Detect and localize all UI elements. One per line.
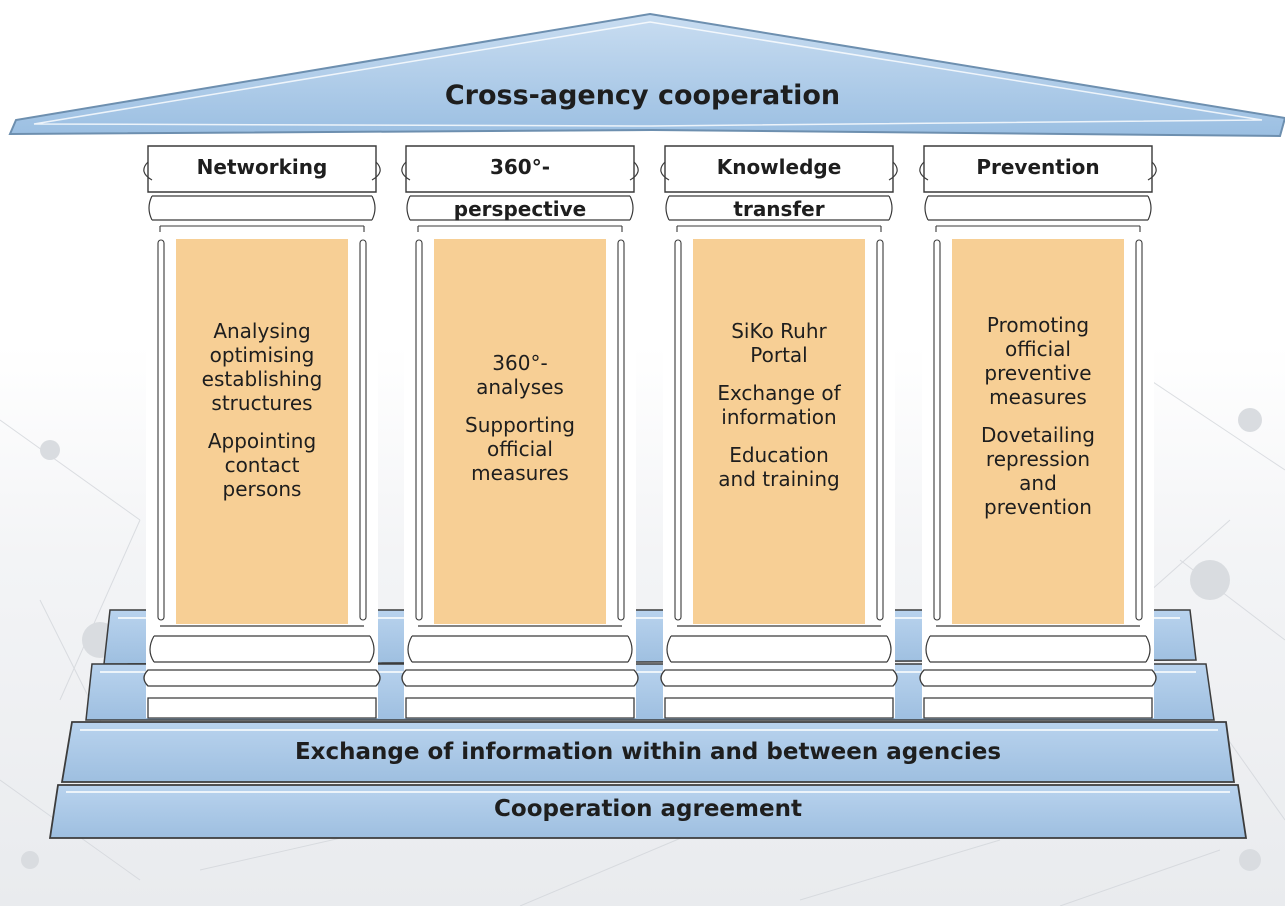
pillar-text-group: 360°- analyses [476,351,564,399]
column-capital-volute [143,161,381,181]
pillar-body-text: 360°- analyses Supporting official measu… [434,351,606,499]
pillar-text-group: Education and training [718,443,840,491]
column-flute-left [415,239,423,621]
column-flute-right [359,239,367,621]
column-flute-right [1135,239,1143,621]
column-flute-right [617,239,625,621]
pillar-body-text: Promoting official preventive measures D… [952,313,1124,533]
pillar-body: Promoting official preventive measures D… [952,239,1124,624]
column-plinth [143,669,381,719]
pillar-body: Analysing optimising establishing struct… [176,239,348,624]
column-plinth [401,669,639,719]
column-base-torus [407,625,633,663]
pillar-knowledge-transfer: Knowledge transfer SiKo Ruhr Portal Exch… [663,142,895,718]
column-base-torus [149,625,375,663]
pillar-title-line-1: 360°- [489,155,551,179]
column-base-torus [925,625,1151,663]
column-neck [148,195,376,221]
column-plinth [660,669,898,719]
pillar-title-line-2: transfer [733,197,825,221]
roof [8,12,1285,138]
column-neck [665,195,893,221]
pillar-text-group: Promoting official preventive measures [984,313,1092,409]
column-capital-volute [401,161,639,181]
pillar-title-line-1: Networking [196,155,328,179]
pillar-body: SiKo Ruhr Portal Exchange of information… [693,239,865,624]
pillar-text-group: Dovetailing repression and prevention [981,423,1095,519]
column-necking [935,225,1141,232]
column-necking [417,225,623,232]
pillar-text-group: Supporting official measures [465,413,575,485]
pillar-body-text: SiKo Ruhr Portal Exchange of information… [693,319,865,505]
pillar-title-line-1: Knowledge [716,155,842,179]
column-necking [676,225,882,232]
column-base-torus [666,625,892,663]
column-capital-volute [919,161,1157,181]
pillar-text-group: Exchange of information [717,381,841,429]
pillar-title-line-1: Prevention [976,155,1100,179]
pillar-text-group: Appointing contact persons [207,429,317,501]
column-flute-left [933,239,941,621]
column-capital-volute [660,161,898,181]
column-flute-left [674,239,682,621]
step-label-agreement: Cooperation agreement [494,796,802,822]
column-necking [159,225,365,232]
step-label-exchange: Exchange of information within and betwe… [294,739,1002,765]
column-plinth [919,669,1157,719]
column-neck [406,195,634,221]
pillar-body: 360°- analyses Supporting official measu… [434,239,606,624]
pillar-title-line-2: perspective [453,197,587,221]
pillar-360-perspective: 360°- perspective 360°- analyses Support… [404,142,636,718]
pillar-networking: Networking Analysing optimising establis… [146,142,378,718]
column-flute-right [876,239,884,621]
pillar-prevention: Prevention Promoting official preventive… [922,142,1154,718]
pillar-text-group: SiKo Ruhr Portal [731,319,827,367]
pillar-text-group: Analysing optimising establishing struct… [201,319,323,415]
roof-title: Cross-agency cooperation [444,80,841,111]
pillar-body-text: Analysing optimising establishing struct… [176,319,348,515]
column-flute-left [157,239,165,621]
column-neck [924,195,1152,221]
